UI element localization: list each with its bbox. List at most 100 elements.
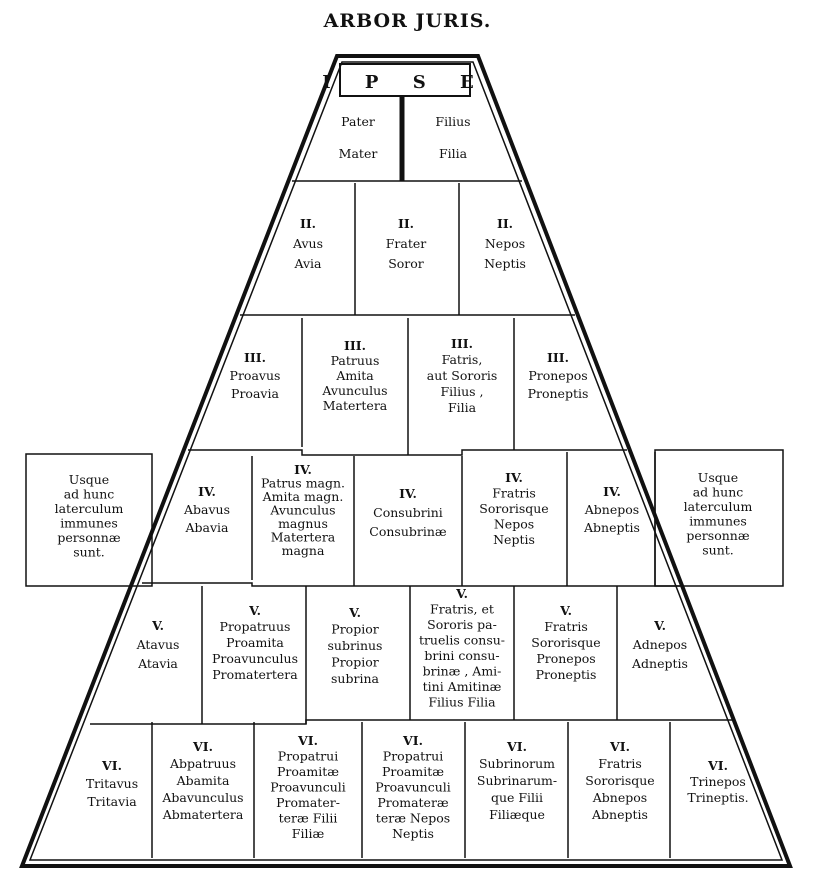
kinship-term: Usque bbox=[69, 472, 109, 487]
kinship-term: Subrinarum- bbox=[477, 773, 557, 788]
kinship-term: Usque bbox=[698, 470, 738, 485]
kinship-term: Propior bbox=[331, 655, 378, 670]
kinship-term: Proamitæ bbox=[382, 764, 444, 779]
kinship-term: Proamitæ bbox=[277, 764, 339, 779]
kinship-term: personnæ bbox=[686, 528, 749, 543]
kinship-term: Promater- bbox=[276, 795, 340, 810]
kinship-term: teræ Nepos bbox=[376, 811, 450, 826]
kinship-term: Amita magn. bbox=[262, 489, 344, 504]
kinship-term: Abavia bbox=[185, 520, 230, 535]
kinship-term: ad hunc bbox=[64, 487, 115, 502]
kinship-term: Filius , bbox=[440, 384, 483, 399]
ipse-label: I P S E bbox=[322, 72, 487, 93]
kinship-term: Nepos bbox=[485, 236, 525, 251]
kinship-term: Avus bbox=[292, 236, 323, 251]
kinship-term: Fratris, et bbox=[430, 602, 494, 617]
degree-numeral: IV. bbox=[603, 484, 621, 499]
kinship-term: subrinus bbox=[328, 638, 383, 653]
degree-numeral: V. bbox=[248, 603, 261, 618]
kinship-term: laterculum bbox=[684, 499, 753, 514]
kinship-term: Proavunculi bbox=[270, 780, 346, 795]
kinship-term: Sororisque bbox=[585, 773, 654, 788]
kinship-term: Consubrinæ bbox=[369, 524, 447, 539]
kinship-cells: PaterMaterFiliusFiliaII.AvusAviaII.Frate… bbox=[55, 114, 753, 841]
kinship-term: Proavia bbox=[231, 386, 279, 401]
kinship-term: Filius bbox=[435, 114, 470, 129]
kinship-term: Proneptis bbox=[528, 386, 589, 401]
kinship-term: Proavus bbox=[230, 368, 281, 383]
kinship-term: Promateræ bbox=[377, 795, 449, 810]
degree-numeral: IV. bbox=[198, 484, 216, 499]
kinship-term: magna bbox=[282, 543, 325, 558]
kinship-term: Neptis bbox=[392, 826, 434, 841]
kinship-term: Abavunculus bbox=[161, 790, 243, 805]
degree-numeral: VI. bbox=[297, 733, 318, 748]
kinship-term: Proneptis bbox=[536, 667, 597, 682]
kinship-term: Avunculus bbox=[321, 383, 387, 398]
kinship-term: Consubrini bbox=[373, 505, 443, 520]
kinship-term: Fratris bbox=[598, 756, 642, 771]
degree-numeral: IV. bbox=[294, 462, 312, 477]
kinship-term: Propior bbox=[331, 622, 378, 637]
kinship-term: Trineptis. bbox=[687, 790, 748, 805]
cell-r4-b: IV.Patrus magn.Amita magn.Avunculusmagnu… bbox=[261, 462, 345, 558]
kinship-term: tini Amitinæ bbox=[423, 679, 502, 694]
kinship-term: Atavus bbox=[136, 637, 180, 652]
degree-numeral: III. bbox=[547, 350, 569, 365]
degree-numeral: III. bbox=[244, 350, 266, 365]
kinship-term: Fatris, bbox=[442, 352, 483, 367]
kinship-term: Avunculus bbox=[269, 503, 335, 518]
kinship-term: immunes bbox=[60, 516, 118, 531]
degree-numeral: V. bbox=[348, 605, 361, 620]
kinship-term: Neptis bbox=[484, 256, 526, 271]
kinship-term: Filia bbox=[448, 400, 477, 415]
cell-r6-b: VI.AbpatruusAbamitaAbavunculusAbmaterter… bbox=[161, 739, 243, 822]
kinship-term: Matertera bbox=[271, 530, 336, 545]
kinship-term: truelis consu- bbox=[419, 633, 505, 648]
kinship-term: Fratris bbox=[492, 486, 536, 501]
kinship-term: Patruus bbox=[331, 353, 380, 368]
degree-numeral: V. bbox=[151, 618, 164, 633]
kinship-term: Abpatruus bbox=[169, 756, 236, 771]
kinship-term: Propatruus bbox=[220, 619, 291, 634]
row5-bottom-line bbox=[90, 719, 735, 725]
kinship-term: immunes bbox=[689, 514, 747, 529]
kinship-term: Mater bbox=[339, 146, 378, 161]
degree-numeral: II. bbox=[398, 216, 414, 231]
kinship-term: Abnepos bbox=[584, 502, 639, 517]
kinship-term: Trinepos bbox=[690, 774, 746, 789]
kinship-term: Filiæque bbox=[489, 807, 545, 822]
kinship-term: Amita bbox=[335, 368, 374, 383]
inner-frame bbox=[28, 61, 784, 861]
kinship-term: Abnepos bbox=[592, 790, 647, 805]
kinship-term: laterculum bbox=[55, 501, 124, 516]
figure-title: ARBOR JURIS. bbox=[323, 10, 492, 32]
kinship-term: ad hunc bbox=[693, 485, 744, 500]
kinship-term: Subrinorum bbox=[479, 756, 555, 771]
kinship-term: Atavia bbox=[137, 656, 178, 671]
degree-numeral: IV. bbox=[399, 486, 417, 501]
kinship-term: Filia bbox=[439, 146, 468, 161]
kinship-term: Tritavia bbox=[87, 794, 137, 809]
kinship-term: Abneptis bbox=[591, 807, 648, 822]
degree-numeral: V. bbox=[653, 618, 666, 633]
kinship-term: brinæ , Ami- bbox=[423, 664, 502, 679]
degree-numeral: VI. bbox=[506, 739, 527, 754]
